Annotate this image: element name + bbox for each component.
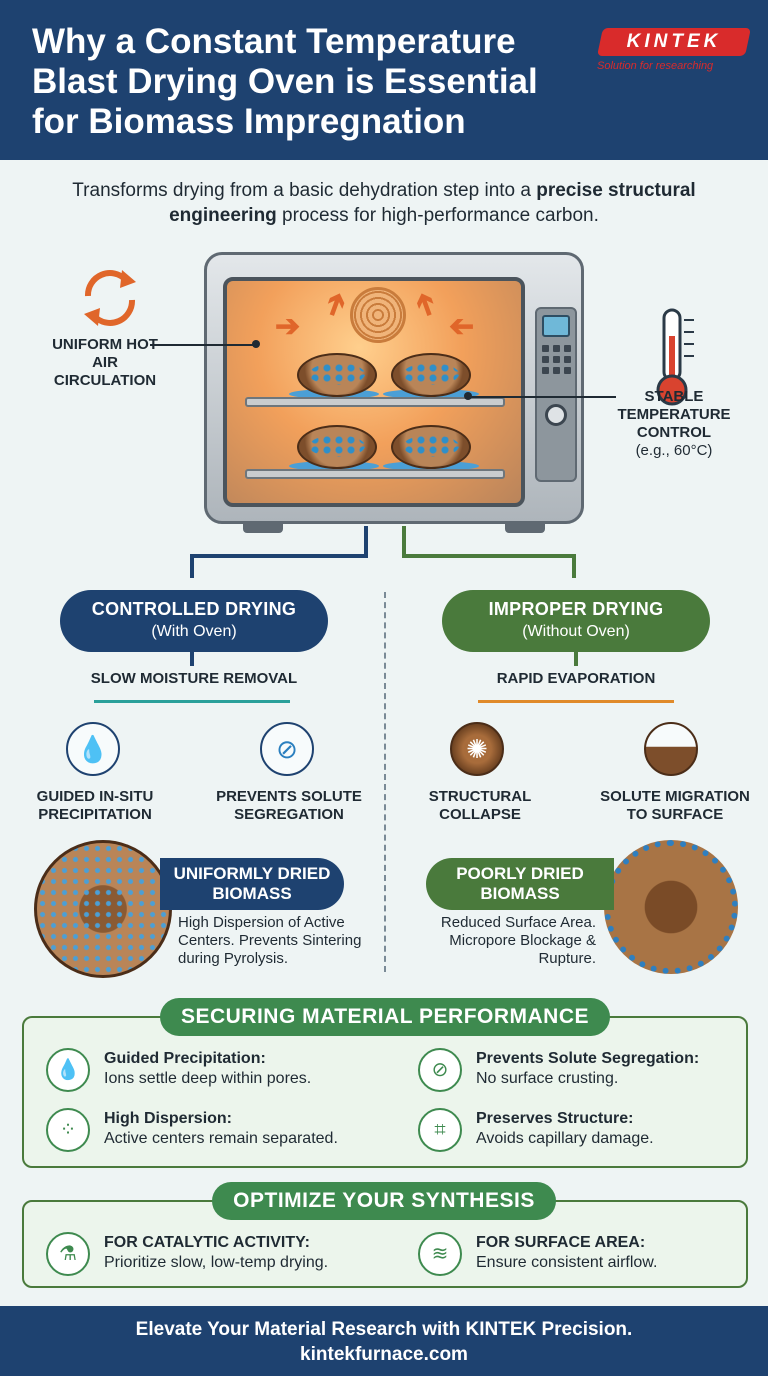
oven-keypad xyxy=(542,345,572,374)
connector-line xyxy=(574,652,578,666)
connector-line xyxy=(402,554,576,558)
callout-temperature: STABLE TEMPERATURE CONTROL (e.g., 60°C) xyxy=(614,388,734,460)
drying-oven-illustration: ➔ ➔ ➔ ➔ xyxy=(204,252,584,533)
biomass-sample xyxy=(391,353,471,397)
water-drops-icon: 💧 xyxy=(66,722,120,776)
feature-heading: Guided Precipitation: xyxy=(104,1050,266,1067)
oven-window: ➔ ➔ ➔ ➔ xyxy=(223,277,525,507)
airflow-icon: ≋ xyxy=(418,1232,462,1276)
branch-divider xyxy=(384,592,386,972)
page-title: Why a Constant Temperature Blast Drying … xyxy=(32,22,538,141)
oven-knob-icon xyxy=(545,404,567,426)
connector-line xyxy=(190,554,368,558)
rapid-evaporation-step: RAPID EVAPORATION xyxy=(496,670,656,687)
leader-dot xyxy=(252,340,260,348)
oven-tray-lower xyxy=(245,469,505,479)
intro-pre: Transforms drying from a basic dehydrati… xyxy=(72,180,537,201)
uniformly-dried-tag: UNIFORMLY DRIED BIOMASS xyxy=(160,858,344,910)
feature-heading: High Dispersion: xyxy=(104,1110,233,1127)
biomass-sample xyxy=(391,425,471,469)
oven-foot xyxy=(505,523,545,533)
controlled-drying-title: CONTROLLED DRYING xyxy=(91,599,297,619)
header-banner: Why a Constant Temperature Blast Drying … xyxy=(0,0,768,160)
hot-air-arrow-icon: ➔ xyxy=(405,287,446,322)
leader-line xyxy=(150,344,254,346)
callout-temperature-sub: (e.g., 60°C) xyxy=(635,442,713,459)
structural-collapse-label: STRUCTURAL COLLAPSE xyxy=(428,788,532,823)
droplets-icon: 💧 xyxy=(46,1048,90,1092)
connector-line xyxy=(572,554,576,578)
logo-tagline: Solution for researching xyxy=(597,60,714,72)
improper-drying-title: IMPROPER DRYING xyxy=(488,599,664,619)
performance-panel xyxy=(22,1016,748,1168)
footer-cta: Elevate Your Material Research with KINT… xyxy=(135,1319,633,1340)
footer-website-link[interactable]: kintekfurnace.com xyxy=(300,1344,468,1365)
flask-icon: ⚗ xyxy=(46,1232,90,1276)
controlled-drying-pill: CONTROLLED DRYING (With Oven) xyxy=(60,590,328,652)
poorly-dried-tag: POORLY DRIED BIOMASS xyxy=(426,858,614,910)
feature-heading: Preserves Structure: xyxy=(476,1110,634,1127)
connector-line xyxy=(478,700,674,703)
intro-bold: precise structural engineering xyxy=(169,180,696,226)
improper-drying-subtitle: (Without Oven) xyxy=(522,623,630,640)
solute-migration-icon xyxy=(644,722,698,776)
collapsed-structure-icon: ✺ xyxy=(450,722,504,776)
no-segregation-icon: ⊘ xyxy=(418,1048,462,1092)
leader-line xyxy=(470,396,616,398)
uniform-biomass-cross-section xyxy=(34,840,172,978)
oven-control-panel xyxy=(535,307,577,482)
feature-body: Active centers remain separated. xyxy=(104,1130,338,1147)
guided-precipitation-label: GUIDED IN-SITU PRECIPITATION xyxy=(36,788,154,823)
tip-heading: FOR CATALYTIC ACTIVITY: xyxy=(104,1234,310,1251)
feature-body: No surface crusting. xyxy=(476,1070,619,1087)
connector-line xyxy=(94,700,290,703)
controlled-drying-subtitle: (With Oven) xyxy=(151,623,237,640)
leader-dot xyxy=(464,392,472,400)
hot-air-arrow-icon: ➔ xyxy=(449,310,475,343)
tip-body: Ensure consistent airflow. xyxy=(476,1254,658,1271)
circulation-icon xyxy=(84,270,136,326)
feature-heading: Prevents Solute Segregation: xyxy=(476,1050,700,1067)
feature-body: Avoids capillary damage. xyxy=(476,1130,654,1147)
optimize-title: OPTIMIZE YOUR SYNTHESIS xyxy=(212,1182,556,1220)
oven-tray-upper xyxy=(245,397,505,407)
improper-drying-pill: IMPROPER DRYING (Without Oven) xyxy=(442,590,710,652)
network-icon: ⌗ xyxy=(418,1108,462,1152)
callout-air-circulation: UNIFORM HOT AIR CIRCULATION xyxy=(52,336,158,389)
footer-banner: Elevate Your Material Research with KINT… xyxy=(0,1306,768,1376)
uniform-biomass-desc: High Dispersion of Active Centers. Preve… xyxy=(178,914,362,967)
biomass-sample xyxy=(297,425,377,469)
tip-body: Prioritize slow, low-temp drying. xyxy=(104,1254,329,1271)
performance-title: SECURING MATERIAL PERFORMANCE xyxy=(160,998,610,1036)
solute-migration-label: SOLUTE MIGRATION TO SURFACE xyxy=(600,788,750,823)
no-segregation-icon: ⊘ xyxy=(260,722,314,776)
dispersion-icon: ⁘ xyxy=(46,1108,90,1152)
callout-temperature-title: STABLE TEMPERATURE CONTROL xyxy=(617,388,731,441)
thermometer-icon xyxy=(656,308,694,406)
connector-line xyxy=(402,526,406,558)
fan-icon xyxy=(350,287,406,343)
prevents-segregation-label: PREVENTS SOLUTE SEGREGATION xyxy=(216,788,362,823)
tip-heading: FOR SURFACE AREA: xyxy=(476,1234,646,1251)
hot-air-arrow-icon: ➔ xyxy=(275,310,301,343)
poor-biomass-cross-section xyxy=(604,840,738,974)
connector-line xyxy=(190,554,194,578)
oven-display xyxy=(542,315,570,337)
logo-text: KINTEK xyxy=(626,31,722,52)
kintek-logo[interactable]: KINTEK xyxy=(597,28,751,56)
intro-text: Transforms drying from a basic dehydrati… xyxy=(40,178,728,228)
intro-post: process for high-performance carbon. xyxy=(276,205,599,226)
oven-foot xyxy=(243,523,283,533)
connector-line xyxy=(364,526,368,558)
slow-moisture-step: SLOW MOISTURE REMOVAL xyxy=(90,670,298,687)
feature-body: Ions settle deep within pores. xyxy=(104,1070,312,1087)
connector-line xyxy=(190,652,194,666)
poor-biomass-desc: Reduced Surface Area. Micropore Blockage… xyxy=(440,914,596,967)
biomass-sample xyxy=(297,353,377,397)
